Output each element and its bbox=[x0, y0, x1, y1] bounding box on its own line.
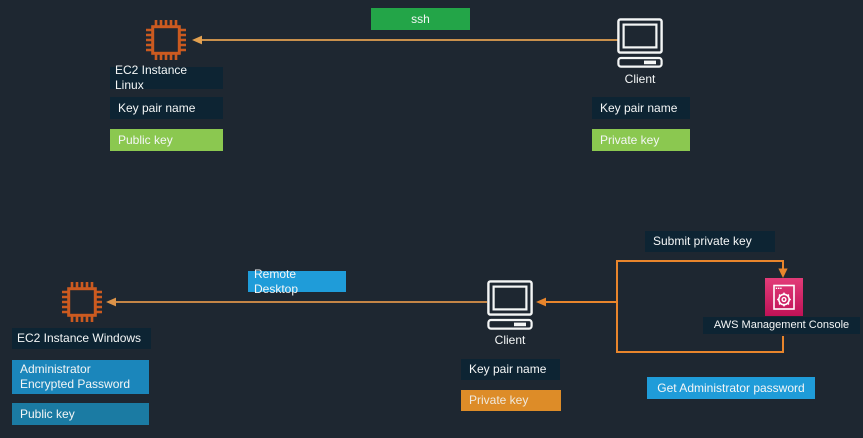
get-administrator-password-badge: Get Administrator password bbox=[647, 377, 815, 399]
private-key-badge-client-top: Private key bbox=[592, 129, 690, 151]
aws-management-console-label: AWS Management Console bbox=[703, 317, 860, 334]
client-computer-icon bbox=[617, 18, 663, 68]
public-key-badge-windows: Public key bbox=[12, 403, 149, 425]
private-key-badge-client-bottom: Private key bbox=[461, 390, 561, 411]
remote-desktop-connection-badge: Remote Desktop bbox=[248, 267, 346, 296]
aws-management-console-icon bbox=[765, 278, 803, 316]
ec2-chip-icon bbox=[59, 279, 105, 325]
administrator-encrypted-password-badge: Administrator Encrypted Password bbox=[12, 360, 149, 394]
ec2-chip-icon bbox=[143, 17, 189, 63]
client-label-bottom: Client bbox=[494, 333, 526, 347]
key-pair-name-badge-linux: Key pair name bbox=[110, 97, 223, 119]
client-label-top: Client bbox=[624, 72, 656, 86]
submit-private-key-badge: Submit private key bbox=[645, 231, 775, 252]
ec2-instance-windows-label: EC2 Instance Windows bbox=[12, 328, 151, 349]
key-pair-name-badge-client-bottom: Key pair name bbox=[461, 359, 560, 380]
ssh-connection-badge: ssh bbox=[371, 8, 470, 30]
client-computer-icon bbox=[487, 280, 533, 330]
key-pair-name-badge-client-top: Key pair name bbox=[592, 97, 690, 119]
public-key-badge-linux: Public key bbox=[110, 129, 223, 151]
ec2-instance-linux-label: EC2 Instance Linux bbox=[110, 63, 223, 92]
